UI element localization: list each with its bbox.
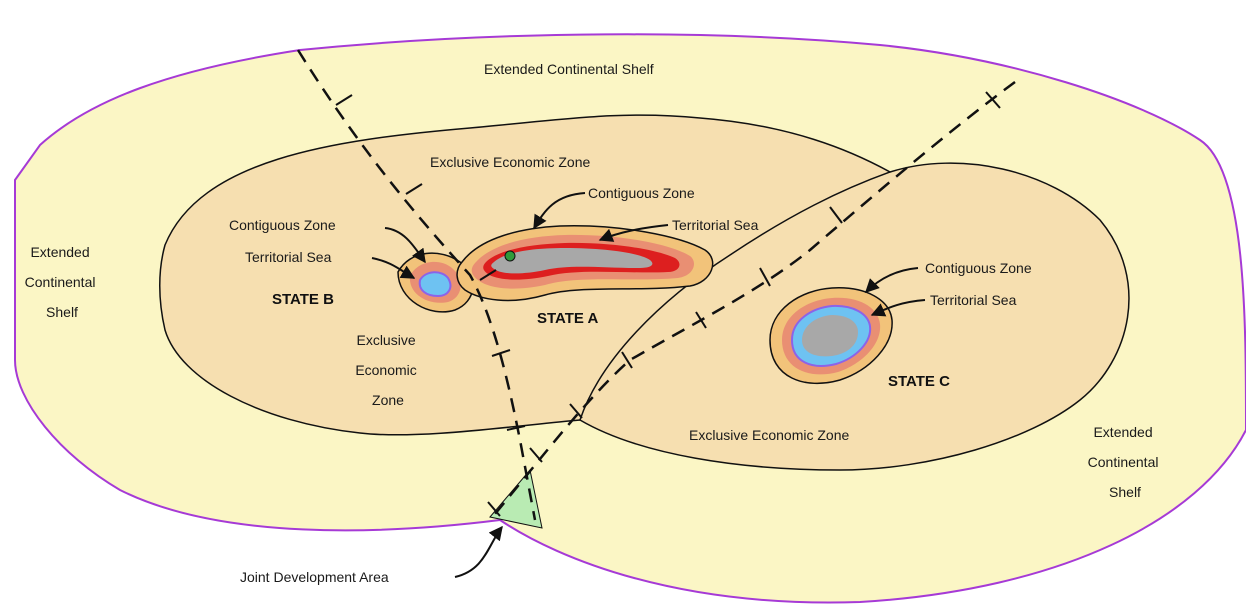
terr-c-arrow (870, 299, 926, 317)
joint-development-area (489, 468, 543, 529)
contig-b-label: Contiguous Zone (229, 217, 336, 233)
jda-label: Joint Development Area (240, 569, 389, 585)
jda-arrow (454, 525, 503, 578)
eez-region (159, 114, 1130, 471)
state-b-island (397, 252, 474, 313)
terr-c-label: Territorial Sea (930, 292, 1017, 308)
contig-b-arrow (384, 227, 426, 264)
ecs-left-label: Extended Continental Shelf (25, 244, 100, 320)
terr-b-arrow (371, 257, 416, 279)
boundary-line-ac (487, 80, 1016, 521)
eez-bottom-label: Exclusive Economic Zone (689, 427, 850, 443)
eez-overlap-arc (579, 171, 891, 421)
state-a-label: STATE A (537, 310, 599, 327)
terr-b-label: Territorial Sea (245, 249, 332, 265)
ecs-top-label: Extended Continental Shelf (484, 61, 654, 77)
state-b-label: STATE B (272, 291, 334, 308)
terr-a-label: Territorial Sea (672, 217, 759, 233)
state-a-capital-marker (504, 250, 516, 262)
contig-a-label: Contiguous Zone (588, 185, 695, 201)
eez-b-label: Exclusive Economic Zone (355, 332, 420, 408)
contig-c-label: Contiguous Zone (925, 260, 1032, 276)
eez-top-label: Exclusive Economic Zone (430, 154, 591, 170)
state-c-island (769, 287, 893, 384)
contig-c-arrow (865, 267, 919, 293)
state-c-label: STATE C (888, 373, 950, 390)
boundary-line-ab (296, 49, 537, 521)
contig-a-arrow (533, 192, 586, 230)
terr-a-arrow (598, 224, 669, 242)
state-a-island (456, 225, 714, 302)
ecs-right-label: Extended Continental Shelf (1088, 424, 1163, 500)
